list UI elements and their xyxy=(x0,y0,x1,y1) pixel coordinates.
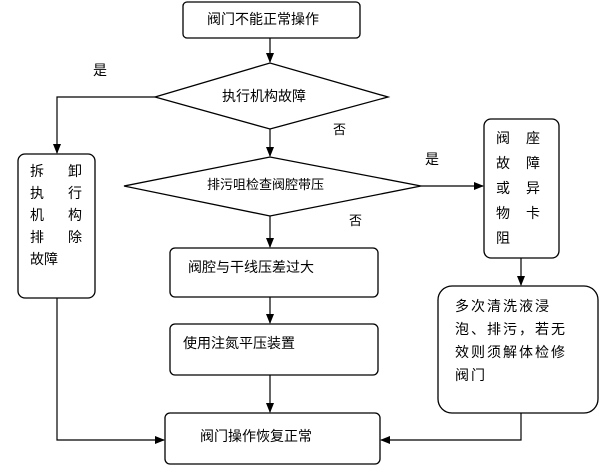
seat-box-text: 阀座 故障 或异 物卡 阻 xyxy=(496,127,540,252)
clean-box-text: 多次清洗液浸 泡、排污，若无 效则须解体检修 阀门 xyxy=(455,296,567,388)
seat-char: 障 xyxy=(526,156,540,172)
edge-yes-1: 是 xyxy=(93,63,107,79)
arrow-d1-leftbox xyxy=(53,96,155,154)
left-char: 执 xyxy=(30,186,44,202)
left-char: 除 xyxy=(68,230,82,246)
edge-no-2: 否 xyxy=(349,214,363,229)
seat-char: 座 xyxy=(526,131,540,147)
clean-line: 多次清洗液浸 xyxy=(455,299,551,315)
edge-yes-2: 是 xyxy=(425,152,439,168)
clean-line: 泡、排污，若无 xyxy=(455,322,567,338)
start-label: 阀门不能正常操作 xyxy=(207,12,319,28)
seat-char: 卡 xyxy=(526,206,540,222)
clean-line: 阀门 xyxy=(455,368,487,384)
pressure-diff-label: 阀腔与干线压差过大 xyxy=(188,260,314,276)
result-label: 阀门操作恢复正常 xyxy=(200,429,312,445)
seat-char: 异 xyxy=(526,181,540,197)
edge-no-1: 否 xyxy=(333,123,347,138)
left-char: 机 xyxy=(30,208,44,224)
left-char: 构 xyxy=(68,208,82,224)
seat-char: 物 xyxy=(496,206,510,222)
left-char: 故障 xyxy=(30,252,58,268)
seat-char: 故 xyxy=(496,156,510,172)
left-char: 卸 xyxy=(68,164,82,180)
left-char: 行 xyxy=(68,186,82,202)
arrow-leftbox-result xyxy=(56,298,165,444)
left-box-text: 拆 卸 执 行 机 构 排 除 故障 xyxy=(30,161,90,271)
clean-line: 效则须解体检修 xyxy=(455,345,567,361)
nitrogen-box xyxy=(169,323,379,376)
decision1-diamond xyxy=(152,62,391,130)
nitrogen-label: 使用注氮平压装置 xyxy=(183,336,295,352)
seat-char: 阀 xyxy=(496,131,510,147)
clean-box xyxy=(437,285,599,414)
start-box xyxy=(182,1,361,39)
pressure-diff-box xyxy=(169,247,379,298)
seat-char: 或 xyxy=(496,181,510,197)
left-char: 拆 xyxy=(30,164,44,180)
seat-char: 阻 xyxy=(496,231,510,247)
decision1-label: 执行机构故障 xyxy=(222,89,306,105)
decision2-label: 排污咀检查阀腔带压 xyxy=(207,178,325,193)
left-char: 排 xyxy=(30,230,44,246)
arrow-clean-result xyxy=(380,413,522,444)
